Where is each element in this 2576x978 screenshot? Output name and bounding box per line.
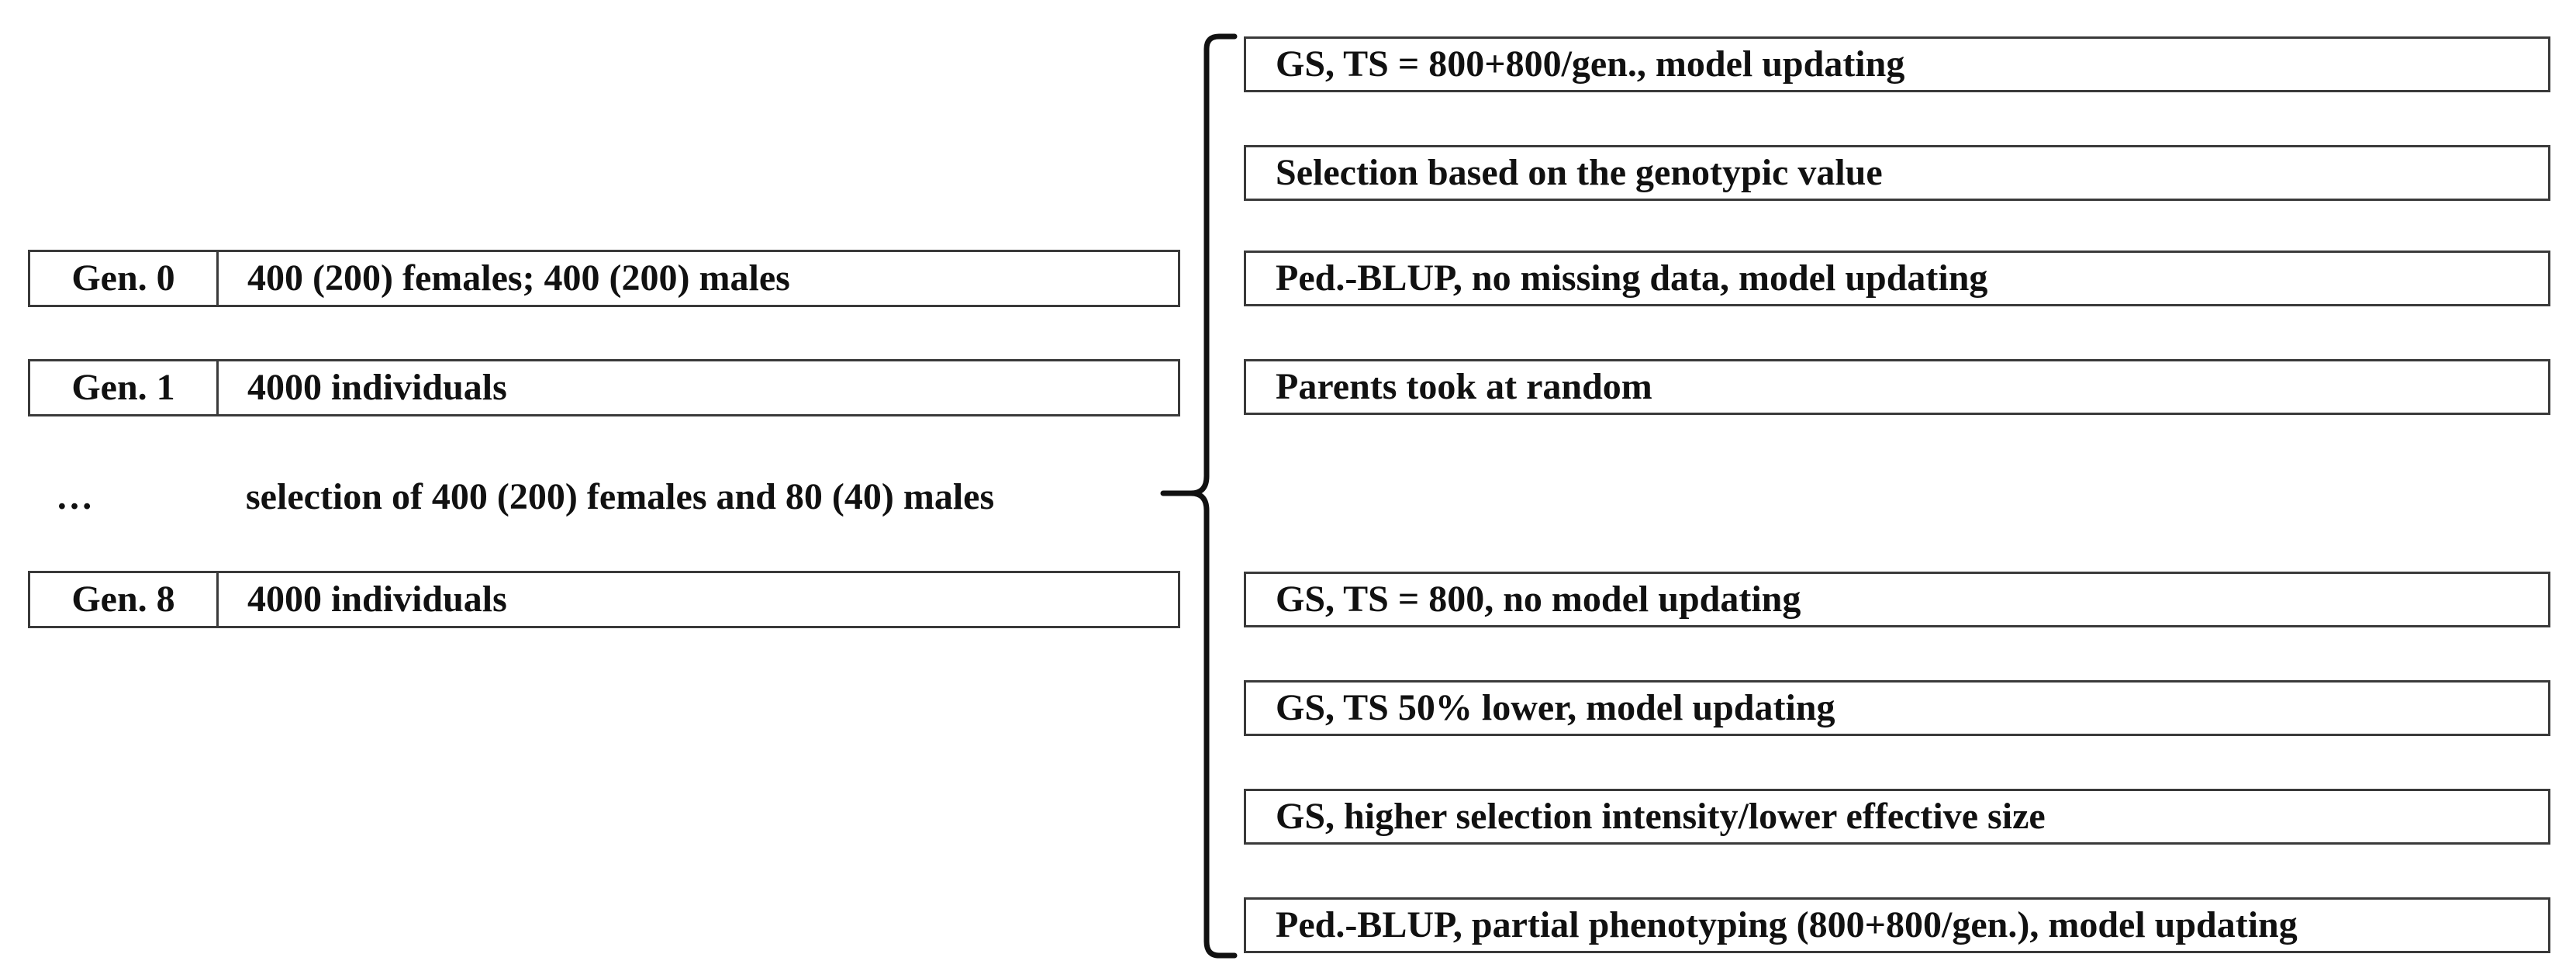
- generation-row-8: Gen. 8 4000 individuals: [28, 571, 1180, 628]
- generation-description: 400 (200) females; 400 (200) males: [247, 257, 790, 299]
- ellipsis: …: [56, 476, 93, 517]
- scenario-box: GS, TS 50% lower, model updating: [1244, 680, 2550, 736]
- generation-label: Gen. 1: [30, 361, 219, 414]
- generation-label: Gen. 0: [30, 252, 219, 305]
- scenario-box: GS, TS = 800+800/gen., model updating: [1244, 36, 2550, 92]
- generation-description: 4000 individuals: [247, 367, 507, 408]
- generation-row-1: Gen. 1 4000 individuals: [28, 359, 1180, 416]
- scenario-box: Ped.-BLUP, partial phenotyping (800+800/…: [1244, 897, 2550, 953]
- generation-description: 4000 individuals: [247, 579, 507, 620]
- generation-label: Gen. 8: [30, 573, 219, 626]
- scenario-box: Parents took at random: [1244, 359, 2550, 415]
- selection-note: selection of 400 (200) females and 80 (4…: [246, 476, 995, 517]
- scenario-box: GS, higher selection intensity/lower eff…: [1244, 789, 2550, 845]
- scenario-box: Selection based on the genotypic value: [1244, 145, 2550, 201]
- generation-row-0: Gen. 0 400 (200) females; 400 (200) male…: [28, 250, 1180, 307]
- scenario-box: GS, TS = 800, no model updating: [1244, 572, 2550, 627]
- scenario-box: Ped.-BLUP, no missing data, model updati…: [1244, 251, 2550, 306]
- bracket-path: [1160, 33, 1238, 959]
